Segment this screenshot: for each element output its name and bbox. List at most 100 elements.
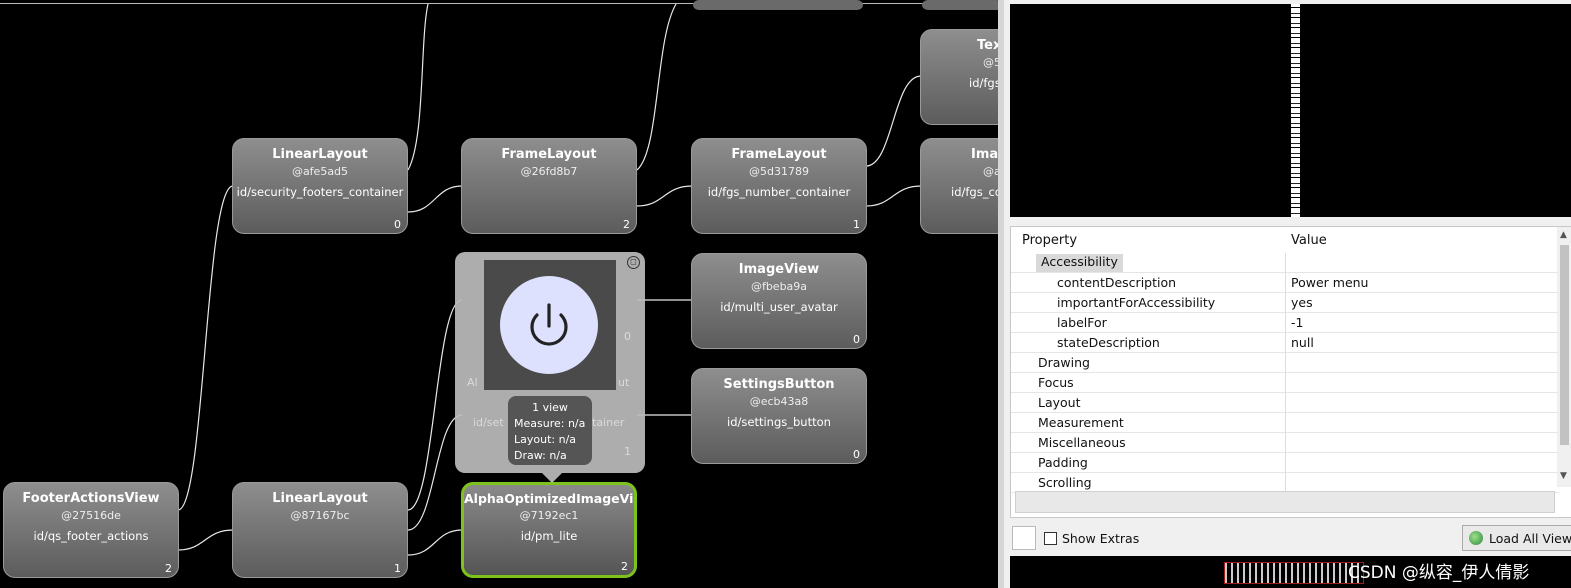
node-hash: @5 [983, 56, 998, 69]
node-child-count: 2 [621, 560, 628, 573]
node-hash: @7192ec1 [519, 509, 579, 522]
node-footer-actions-view[interactable]: FooterActionsView @27516de id/qs_footer_… [3, 482, 179, 578]
connector [177, 185, 234, 511]
ghost-id-right: tainer [592, 416, 625, 429]
scroll-up-arrow-icon[interactable]: ▲ [1560, 230, 1567, 240]
column-separator [1285, 473, 1286, 493]
property-name: stateDescription [1057, 335, 1160, 350]
node-resource-id: id/fgs [969, 76, 998, 90]
connector [407, 299, 463, 511]
toolbar-blank-button[interactable] [1012, 526, 1036, 550]
node-image-view[interactable]: ImageView @fbeba9a id/multi_user_avatar … [691, 253, 867, 349]
measure-time-text: Measure: n/a [514, 417, 586, 430]
load-all-views-label: Load All Views [1489, 531, 1571, 546]
load-all-views-button[interactable]: Load All Views [1462, 525, 1571, 551]
node-class-name: Ima [971, 147, 998, 162]
connector [407, 3, 429, 171]
profile-info-tooltip: 1 view Measure: n/a Layout: n/a Draw: n/… [508, 396, 592, 465]
popup-pointer [542, 473, 562, 483]
property-name: Padding [1038, 455, 1088, 470]
scrollbar-thumb[interactable] [1560, 245, 1569, 445]
view-hierarchy-canvas[interactable]: FooterActionsView @27516de id/qs_footer_… [0, 0, 998, 588]
node-child-count: 0 [394, 218, 401, 231]
node-linear-layout-afe5ad5[interactable]: LinearLayout @afe5ad5 id/security_footer… [232, 138, 408, 234]
property-row-accessibility[interactable]: Accessibility [1011, 253, 1559, 273]
vertical-scrollbar[interactable]: ▲ ▼ [1557, 227, 1571, 487]
view-thumbnail [484, 260, 616, 390]
property-name: Focus [1038, 375, 1074, 390]
hierarchy-connectors [177, 0, 998, 556]
preview-rendered-strip [1291, 4, 1300, 217]
node-class-name: LinearLayout [272, 147, 368, 162]
layout-preview-pane[interactable] [1010, 4, 1571, 217]
node-class-name: Tex [977, 38, 998, 53]
property-value: -1 [1291, 315, 1304, 330]
column-separator [1285, 313, 1286, 333]
node-child-count: 0 [853, 448, 860, 461]
node-frame-layout-5d31789[interactable]: FrameLayout @5d31789 id/fgs_number_conta… [691, 138, 867, 234]
bottom-toolbar: Show Extras Load All Views [1010, 524, 1571, 554]
connector [177, 529, 234, 551]
properties-header: Property Value [1011, 229, 1559, 251]
draw-time-text: Draw: n/a [514, 449, 567, 462]
node-class-name: AlphaOptimizedImageView [464, 491, 637, 506]
column-separator [1285, 433, 1286, 453]
property-name: Measurement [1038, 415, 1124, 430]
node-hash: @87167bc [290, 509, 350, 522]
ghost-count-top: 0 [624, 330, 631, 343]
close-icon[interactable]: ◻ [627, 256, 640, 269]
node-hash: @fbeba9a [750, 280, 808, 293]
tree-overview-pane[interactable]: CSDN @纵容_伊人倩影 [1010, 556, 1571, 588]
node-child-count: 2 [623, 218, 630, 231]
property-name: labelFor [1057, 315, 1107, 330]
scroll-down-arrow-icon[interactable]: ▼ [1560, 471, 1567, 481]
node-settings-button[interactable]: SettingsButton @ecb43a8 id/settings_butt… [691, 368, 867, 464]
node-class-name: SettingsButton [723, 377, 835, 392]
connector [407, 529, 463, 556]
property-row-label-for[interactable]: labelFor -1 [1011, 313, 1559, 333]
column-separator [1285, 293, 1286, 313]
node-frame-layout-26fd8b7[interactable]: FrameLayout @26fd8b7 2 [461, 138, 637, 234]
overview-viewport-rect[interactable] [1224, 562, 1364, 584]
node-resource-id: id/multi_user_avatar [720, 300, 838, 314]
node-child-count: 2 [165, 562, 172, 575]
show-extras-checkbox[interactable] [1044, 532, 1057, 545]
property-row-layout[interactable]: Layout [1011, 393, 1559, 413]
column-separator [1285, 253, 1286, 273]
node-resource-id: id/settings_button [727, 415, 831, 429]
show-extras-label[interactable]: Show Extras [1062, 531, 1140, 546]
property-name: Drawing [1038, 355, 1090, 370]
node-class-name: ImageView [738, 262, 820, 277]
property-row-measurement[interactable]: Measurement [1011, 413, 1559, 433]
node-class-name: FrameLayout [731, 147, 827, 162]
globe-icon [1469, 531, 1483, 545]
connector [407, 414, 463, 531]
node-imageview-partial[interactable]: Ima @a id/fgs_co [920, 138, 998, 234]
node-hash: @a [983, 165, 998, 178]
node-alpha-optimized-image-view-selected[interactable]: AlphaOptimizedImageView @7192ec1 id/pm_l… [461, 482, 637, 578]
property-row-scrolling[interactable]: Scrolling [1011, 473, 1559, 493]
canvas-top-border [0, 3, 998, 4]
column-separator [1285, 413, 1286, 433]
connector [865, 75, 922, 167]
property-name: Accessibility [1036, 254, 1123, 272]
node-class-name: FooterActionsView [22, 491, 160, 506]
node-textview-partial[interactable]: Tex @5 id/fgs [920, 29, 998, 125]
property-row-drawing[interactable]: Drawing [1011, 353, 1559, 373]
node-linear-layout-87167bc[interactable]: LinearLayout @87167bc 1 [232, 482, 408, 578]
property-name: Scrolling [1038, 475, 1092, 490]
property-value: yes [1291, 295, 1313, 310]
column-separator [1285, 333, 1286, 353]
node-resource-id: id/fgs_co [951, 185, 998, 199]
property-row-padding[interactable]: Padding [1011, 453, 1559, 473]
node-hash: @5d31789 [749, 165, 809, 178]
power-button-preview [500, 276, 598, 374]
property-row-miscellaneous[interactable]: Miscellaneous [1011, 433, 1559, 453]
horizontal-scrollbar[interactable] [1015, 491, 1555, 513]
property-row-focus[interactable]: Focus [1011, 373, 1559, 393]
connector [636, 3, 677, 171]
